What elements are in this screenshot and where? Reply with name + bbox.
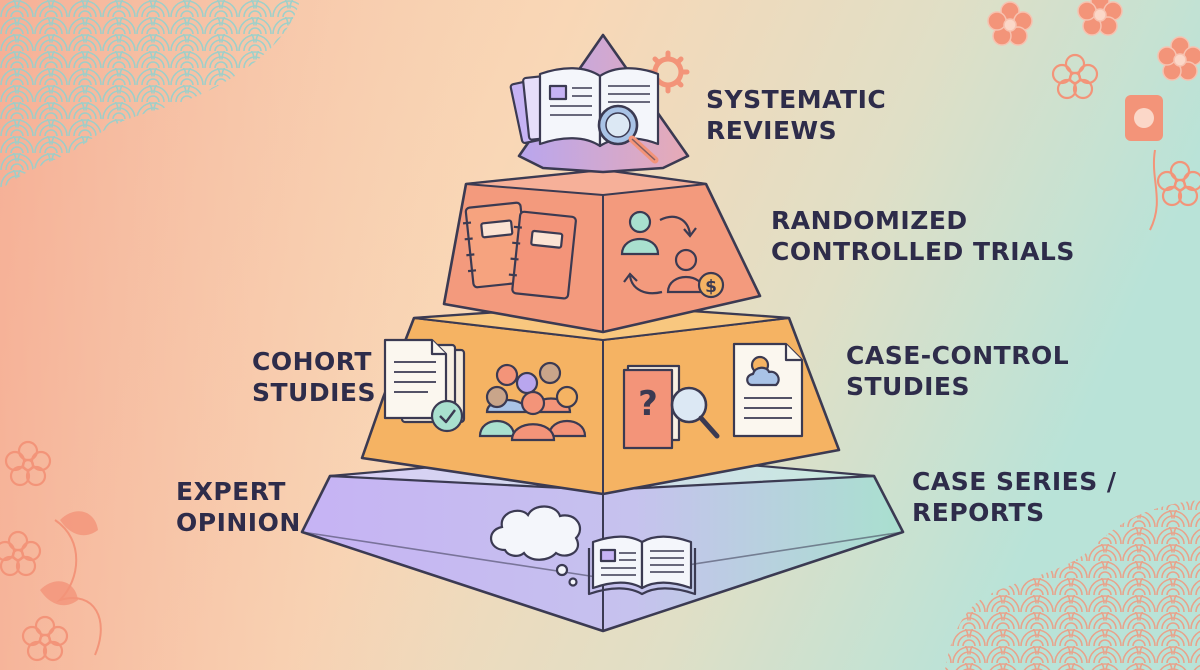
svg-text:$: $ [705, 277, 717, 297]
floral-ornament-top-right [987, 0, 1200, 231]
label-systematic-reviews: SYSTEMATIC REVIEWS [706, 84, 886, 146]
dollar-coin-icon: $ [697, 271, 725, 299]
report-icon [732, 342, 804, 438]
label-line: REVIEWS [706, 116, 838, 145]
group-icon [478, 361, 587, 442]
label-expert-opinion: EXPERT OPINION [176, 476, 301, 538]
label-randomized-controlled-trials: RANDOMIZED CONTROLLED TRIALS [771, 205, 1075, 267]
wave-pattern-bottom-right [945, 500, 1200, 670]
floral-ornament-bottom-left [0, 440, 102, 662]
label-line: CASE SERIES / [912, 467, 1117, 496]
pyramid-tier-apex [509, 33, 690, 174]
arrow-icon [623, 215, 697, 295]
label-line: CONTROLLED TRIALS [771, 237, 1075, 266]
label-line: CASE-CONTROL [846, 341, 1070, 370]
label-line: STUDIES [846, 372, 970, 401]
label-case-control-studies: CASE-CONTROL STUDIES [846, 340, 1069, 402]
label-line: RANDOMIZED [771, 206, 968, 235]
magnifier-icon [597, 104, 659, 164]
label-case-series-reports: CASE SERIES / REPORTS [912, 466, 1117, 528]
notebook-icon [462, 201, 577, 300]
label-line: SYSTEMATIC [706, 85, 887, 114]
open-book-icon [587, 535, 697, 596]
label-line: EXPERT [176, 477, 286, 506]
wave-pattern-top-left [0, 0, 300, 190]
thought-cloud-icon [490, 505, 582, 587]
label-line: STUDIES [252, 378, 376, 407]
label-line: COHORT [252, 347, 372, 376]
document-check-icon [383, 338, 466, 433]
magnifier-icon [670, 386, 720, 439]
svg-text:?: ? [638, 384, 658, 424]
question-book-icon: ? [622, 364, 681, 450]
participant-icon [620, 210, 706, 294]
label-line: REPORTS [912, 498, 1045, 527]
label-line: OPINION [176, 508, 301, 537]
label-cohort-studies: COHORT STUDIES [252, 346, 376, 408]
